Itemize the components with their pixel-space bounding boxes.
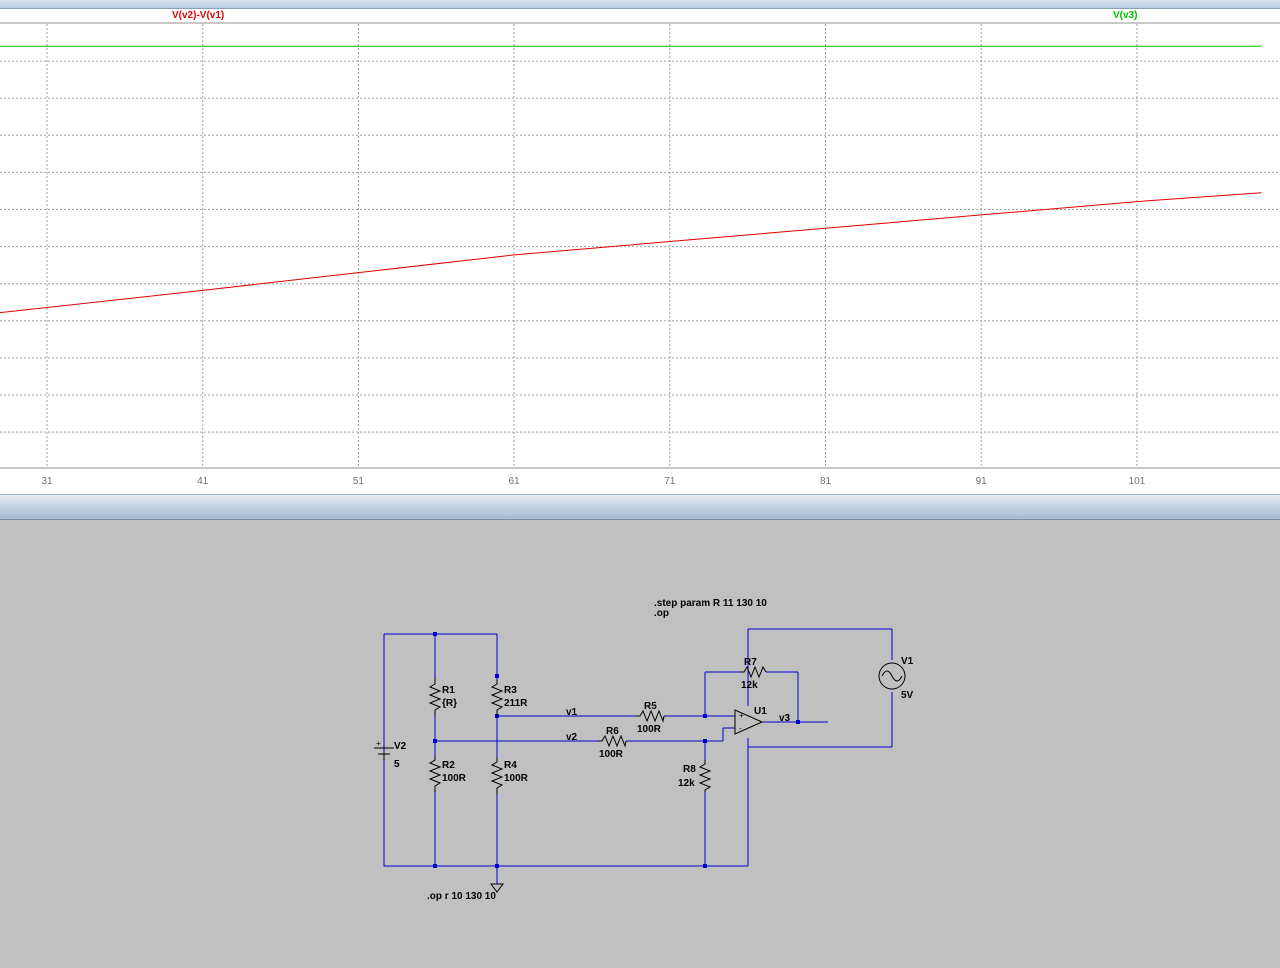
pane-splitter[interactable] [0,494,1280,520]
resistor-symbols[interactable] [428,665,767,794]
r7-name: R7 [744,657,757,668]
waveform-viewer[interactable]: V(v2)-V(v1) V(v3) 31 41 51 61 71 81 91 101 [0,0,1280,494]
resistor-r7 [740,665,767,679]
resistor-r4 [490,758,504,794]
ground-symbol[interactable] [490,883,504,893]
resistor-r3 [490,680,504,716]
v2-name: V2 [394,741,407,752]
r4-name: R4 [504,760,517,771]
schematic-editor[interactable]: + + - .step param R 11 130 10 .op .op r … [0,520,1280,968]
op-directive: .op [654,608,669,619]
u1-name: U1 [754,706,767,717]
r8-name: R8 [683,764,696,775]
plot-window-titlebar [0,0,1280,9]
r7-value: 12k [741,680,758,691]
r2-name: R2 [442,760,455,771]
net-label-v3: v3 [779,713,791,724]
r2-value: 100R [442,773,467,784]
schematic-labels: .step param R 11 130 10 .op .op r 10 130… [394,598,914,902]
net-label-v2: v2 [566,732,578,743]
trace-label-v3[interactable]: V(v3) [1113,10,1138,21]
resistor-r6 [598,734,627,748]
r3-value: 211R [504,698,528,709]
r8-value: 12k [678,778,695,789]
x-tick-label: 61 [509,476,521,487]
opamp-u1-symbol[interactable]: + - [734,709,764,735]
x-tick-label: 51 [353,476,365,487]
resistor-r5 [636,709,665,723]
schematic-canvas[interactable]: + + - .step param R 11 130 10 .op .op r … [0,520,1280,968]
v1-name: V1 [901,656,914,667]
r4-value: 100R [504,773,529,784]
net-label-v1: v1 [566,707,578,718]
resistor-r2 [428,756,442,792]
r1-name: R1 [442,685,455,696]
series-layer [0,45,1262,314]
step-directive: .step param R 11 130 10 [654,598,767,609]
resistor-r1 [428,678,442,716]
x-tick-label: 81 [820,476,832,487]
v2-value: 5 [394,759,400,770]
op-sweep-directive: .op r 10 130 10 [427,891,496,902]
r3-name: R3 [504,685,517,696]
wires [383,628,893,884]
x-axis-ticks: 31 41 51 61 71 81 91 101 [41,476,1145,487]
plot-frame [0,22,1280,469]
x-tick-label: 91 [976,476,988,487]
r5-name: R5 [644,701,657,712]
r6-value: 100R [599,749,624,760]
resistor-r8 [698,760,712,792]
r1-value: {R} [442,698,457,709]
v1-value: 5V [901,690,914,701]
x-tick-label: 41 [197,476,209,487]
svg-text:+: + [739,711,744,720]
battery-v2-symbol[interactable]: + [374,739,394,760]
x-tick-label: 31 [41,476,53,487]
grid-lines [0,24,1280,468]
svg-text:+: + [376,739,381,748]
x-tick-label: 101 [1129,476,1146,487]
plot-area[interactable]: 31 41 51 61 71 81 91 101 [0,0,1280,494]
r6-name: R6 [606,726,619,737]
r5-value: 100R [637,724,662,735]
x-tick-label: 71 [664,476,676,487]
sine-source-v1-symbol[interactable] [878,662,906,690]
series-line-0 [0,192,1262,314]
svg-text:-: - [739,724,742,733]
trace-label-vdiff[interactable]: V(v2)-V(v1) [172,10,225,21]
